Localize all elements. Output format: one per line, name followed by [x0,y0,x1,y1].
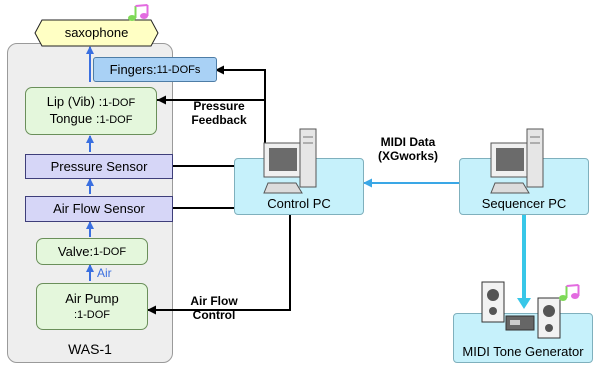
lip-name: Lip (Vib) : [46,94,103,109]
saxophone-label: saxophone [64,25,129,40]
air-flow-control-line2: Control [192,308,236,322]
air-flow-control-label: Air Flow Control [178,294,250,322]
sequencer-pc-label: Sequencer PC [481,196,567,211]
fingers-name: Fingers: [109,61,157,77]
air-flow-sensor-box: Air Flow Sensor [25,196,173,222]
midi-data-line2: (XGworks) [377,149,438,163]
pressure-feedback-label: Pressure Feedback [183,99,255,127]
air-flow-control-line1: Air Flow [190,294,238,308]
valve-name: Valve: [57,243,94,259]
was-1-label: WAS-1 [68,341,112,357]
air-label: Air [97,266,112,280]
midi-data-line1: MIDI Data [380,135,436,149]
pressure-sensor-box: Pressure Sensor [25,154,173,179]
tongue-dof: 1-DOF [99,114,133,126]
lip-dof: 1-DOF [102,97,136,109]
saxophone-node [34,19,159,47]
air-pump-dof: :1-DOF [73,308,111,321]
speaker-system-icon [481,281,561,339]
control-pc-label: Control PC [267,196,331,211]
pressure-feedback-line1: Pressure [193,99,245,113]
midi-tone-generator-label: MIDI Tone Generator [462,344,584,359]
valve-box: Valve:1-DOF [36,238,148,265]
air-pump-box: Air Pump :1-DOF [36,283,148,330]
tone-music-notes-icon [559,284,580,301]
lip-tongue-box: Lip (Vib) :1-DOF Tongue :1-DOF [25,87,157,135]
fingers-dof: 11-DOFs [156,63,201,76]
sequencer-pc-computer-icon [490,128,544,194]
music-notes-icon [128,4,149,21]
control-pc-computer-icon [263,128,317,194]
midi-data-label: MIDI Data (XGworks) [370,135,446,163]
air-pump-name: Air Pump [65,290,119,306]
line-to-air-pump [147,215,291,315]
fingers-box: Fingers:11-DOFs [93,57,217,82]
valve-dof: 1-DOF [93,245,127,258]
pressure-feedback-line2: Feedback [191,113,247,127]
tongue-name: Tongue : [49,111,100,126]
